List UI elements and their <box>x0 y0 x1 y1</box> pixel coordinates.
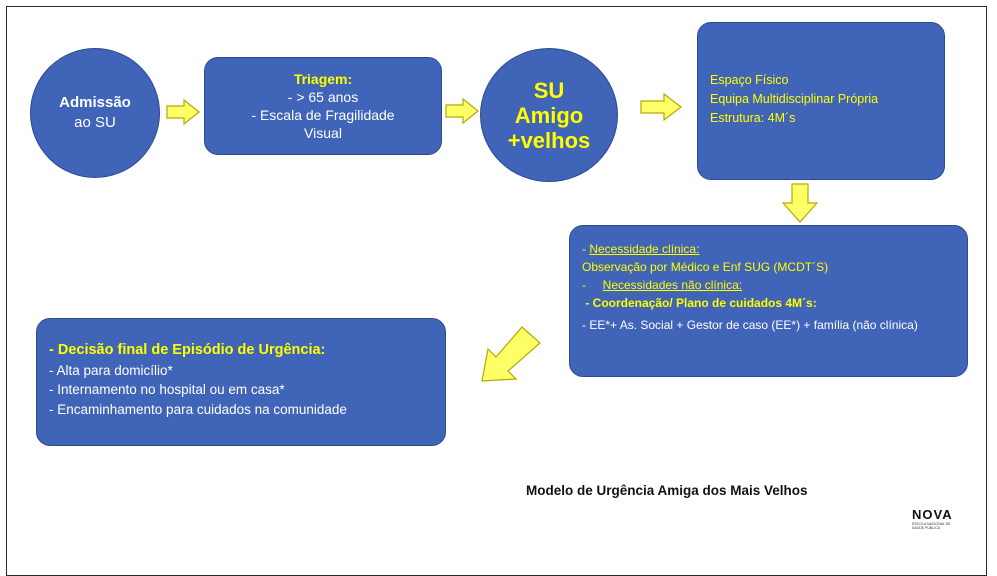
arrow-down-left-icon <box>481 326 541 382</box>
nonclinical-prefix: - <box>582 278 603 292</box>
team-line: - EE*+ As. Social + Gestor de caso (EE*)… <box>582 318 918 332</box>
su-amigo-line1: SU <box>533 77 565 103</box>
admissao-node: Admissão ao SU <box>30 48 160 178</box>
clinical-prefix: - <box>582 242 590 256</box>
triagem-title: Triagem: <box>293 71 353 87</box>
espaco-line1: Espaço Físico <box>710 73 789 87</box>
clinical-title: Necessidade clínica: <box>589 242 700 256</box>
espaco-line2: Equipa Multidisciplinar Própria <box>710 92 879 106</box>
su-amigo-node: SU Amigo +velhos <box>480 48 618 182</box>
decisao-item: - Internamento no hospital ou em casa* <box>49 382 285 397</box>
triagem-line2: - Escala de Fragilidade <box>251 107 395 123</box>
decisao-item: - Encaminhamento para cuidados na comuni… <box>49 401 347 417</box>
admissao-line1: Admissão <box>59 94 131 111</box>
triagem-node: Triagem: - > 65 anos - Escala de Fragili… <box>204 57 442 155</box>
decisao-item: - Alta para domicílio* <box>49 362 173 378</box>
logo-word: NOVA <box>912 507 953 522</box>
decisao-node: - Decisão final de Episódio de Urgência:… <box>36 318 446 446</box>
clinical-text: Observação por Médico e Enf SUG (MCDT´S) <box>582 260 829 274</box>
nonclinical-title: Necessidades não clínica: <box>602 278 743 292</box>
espaco-node: Espaço Físico Equipa Multidisciplinar Pr… <box>697 22 945 180</box>
decisao-title: Decisão final de Episódio de Urgência: <box>57 342 326 358</box>
triagem-line3: Visual <box>304 125 342 141</box>
nova-logo: NOVA ESCOLA NACIONAL DE SAÚDE PÚBLICA <box>912 507 962 531</box>
triagem-line1: - > 65 anos <box>287 89 359 105</box>
arrow-down-icon <box>782 183 818 223</box>
logo-subtitle: ESCOLA NACIONAL DE SAÚDE PÚBLICA <box>912 522 951 530</box>
necessidades-node: - Necessidade clínica: Observação por Mé… <box>569 225 968 377</box>
coordination-line: - Coordenação/ Plano de cuidados 4M´s: <box>582 296 817 310</box>
arrow-right-icon <box>166 99 200 125</box>
admissao-line2: ao SU <box>74 114 116 131</box>
su-amigo-line2: Amigo <box>514 102 584 128</box>
diagram-caption: Modelo de Urgência Amiga dos Mais Velhos <box>526 483 808 498</box>
arrow-right-icon <box>445 98 479 124</box>
decisao-prefix: - <box>49 342 58 358</box>
su-amigo-line3: +velhos <box>507 127 591 153</box>
arrow-right-icon <box>640 93 682 121</box>
espaco-line3: Estrutura: 4M´s <box>710 111 796 125</box>
